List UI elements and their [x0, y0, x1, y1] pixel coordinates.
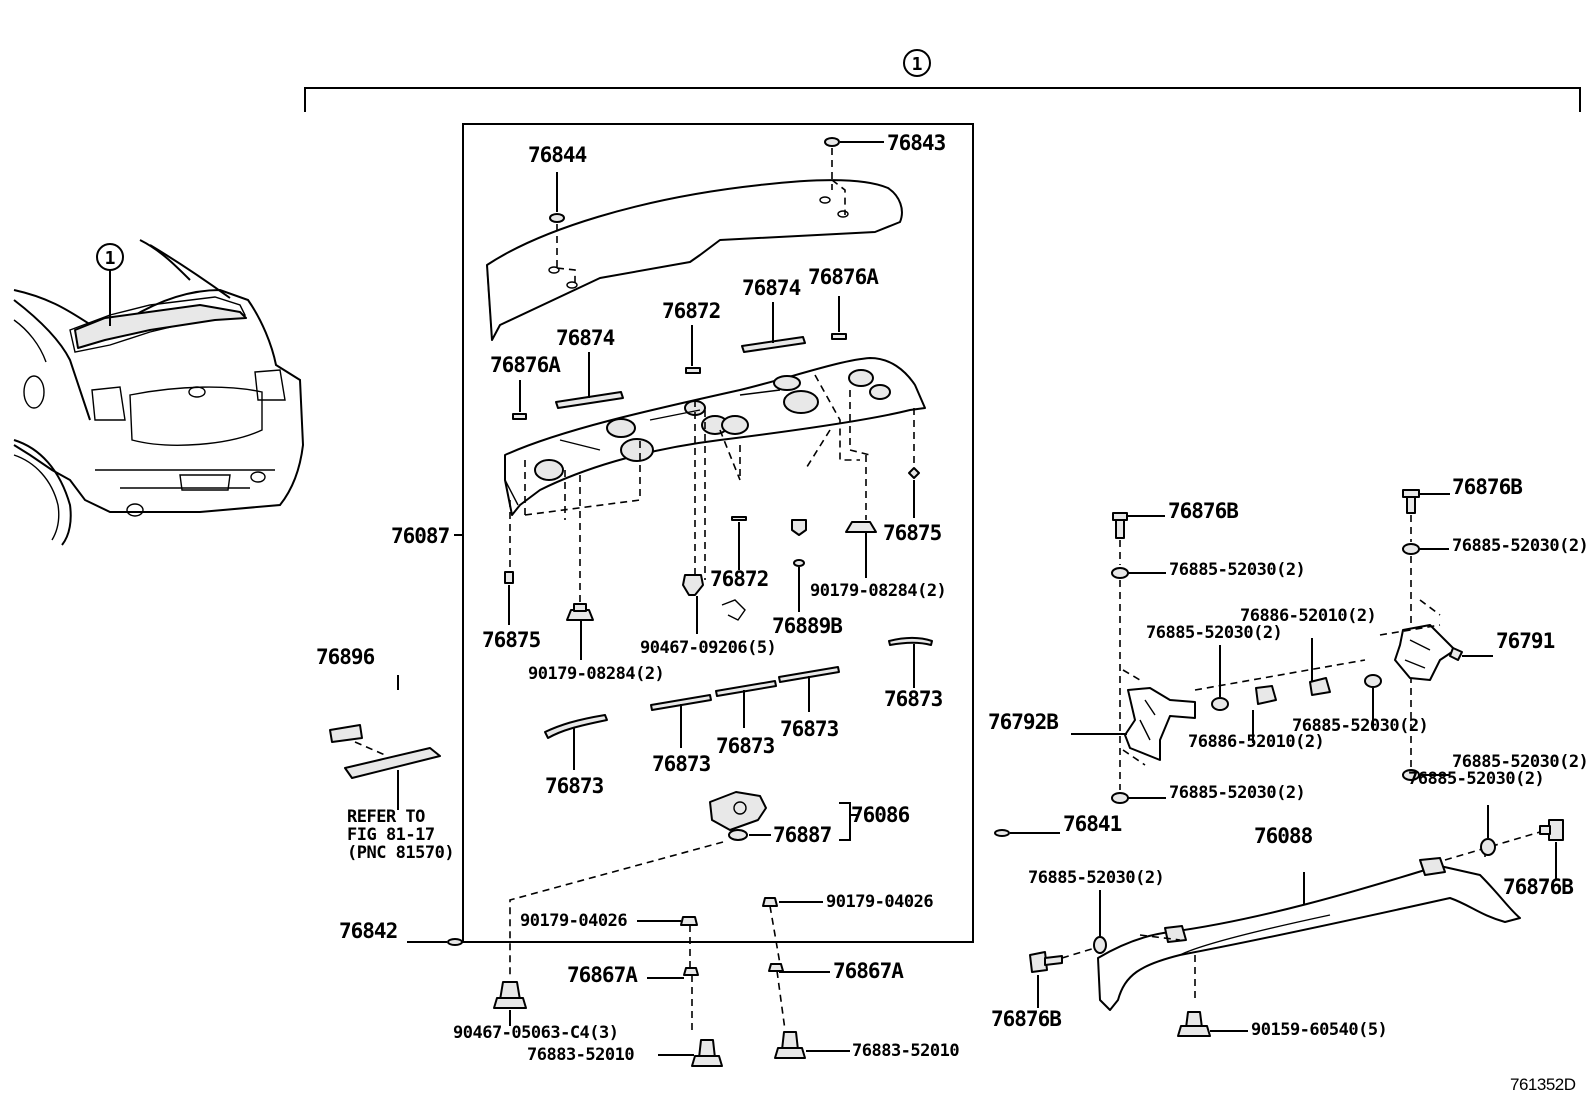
label-76873-5: 76873: [545, 774, 604, 798]
strip-76874-left: [555, 391, 624, 409]
label-76876b-3: 76876B: [1503, 875, 1573, 899]
label-76842: 76842: [339, 919, 397, 943]
label-76885-a: 76885-52030(2): [1169, 560, 1305, 580]
label-76886-a: 76886-52010(2): [1240, 606, 1376, 626]
label-76791: 76791: [1496, 629, 1555, 653]
label-76875-left: 76875: [482, 628, 541, 652]
label-90179-04026-left: 90179-04026: [520, 911, 627, 931]
part-labels: 76844 76843 76874 76876A 76872 76874 768…: [316, 131, 1589, 1094]
label-76088: 76088: [1254, 824, 1313, 848]
strip-76874-right: [741, 336, 806, 353]
label-76896: 76896: [316, 645, 375, 669]
label-76086: 76086: [851, 803, 910, 827]
label-76885-g: 76885-52030(2): [1169, 783, 1305, 803]
label-76872-bottom: 76872: [710, 567, 768, 591]
label-76885-h: 76885-52030(2): [1028, 868, 1164, 888]
label-76873-3: 76873: [716, 734, 775, 758]
label-76885-f: 76885-52030(2): [1408, 769, 1544, 789]
label-90179-08284-left: 90179-08284(2): [528, 664, 664, 684]
label-76883-left: 76883-52010: [527, 1045, 634, 1065]
label-90467-05063: 90467-05063-C4(3): [453, 1023, 619, 1043]
lower-spoiler-base: [504, 357, 926, 516]
strip-76872-top: [685, 367, 701, 374]
label-76874-left: 76874: [556, 326, 615, 350]
label-90179-04026-right: 90179-04026: [826, 892, 933, 912]
drawing-number: 761352D: [1510, 1075, 1576, 1094]
label-76875-right: 76875: [883, 521, 942, 545]
label-76876b-2: 76876B: [1452, 475, 1522, 499]
strip-76876a-left: [512, 413, 527, 420]
assembly-ref-number: 1: [912, 54, 923, 75]
label-76841: 76841: [1063, 812, 1122, 836]
label-76873-4: 76873: [652, 752, 711, 776]
washer-76887: [728, 829, 748, 841]
label-76867a-right: 76867A: [833, 959, 904, 983]
label-76885-b: 76885-52030(2): [1452, 536, 1588, 556]
right-side-assembly: [1029, 489, 1564, 1037]
reference-note-line1: REFER TO: [347, 807, 425, 827]
high-mount-lamp-76896: [329, 724, 441, 779]
label-76887: 76887: [773, 823, 832, 847]
clip-76889b: [791, 519, 807, 536]
clip-76875-right: [908, 467, 920, 479]
reference-note-line3: (PNC 81570): [347, 843, 454, 863]
label-76873-1: 76873: [884, 687, 943, 711]
cap-76844: [549, 213, 565, 223]
bracket-76086: [709, 791, 767, 841]
label-76872-top: 76872: [662, 299, 720, 323]
label-76889b: 76889B: [772, 614, 842, 638]
nut-90179-08284-right: [845, 521, 877, 533]
upper-spoiler-panel: [486, 179, 903, 341]
clip-90467-09206: [682, 574, 704, 596]
label-76883-right: 76883-52010: [852, 1041, 959, 1061]
clip-76875-left: [504, 571, 514, 584]
label-90467-09206: 90467-09206(5): [640, 638, 776, 658]
label-76843: 76843: [887, 131, 946, 155]
label-76087: 76087: [391, 524, 450, 548]
label-76792b: 76792B: [988, 710, 1058, 734]
label-76885-e: 76885-52030(2): [1452, 752, 1588, 772]
label-76844: 76844: [528, 143, 587, 167]
vehicle-callout-number: 1: [105, 248, 116, 269]
label-76876a-left: 76876A: [490, 353, 561, 377]
label-90179-08284-right: 90179-08284(2): [810, 581, 946, 601]
label-76876b-1: 76876B: [1168, 499, 1238, 523]
strip-76872-bottom: [731, 516, 747, 521]
label-76886-b: 76886-52010(2): [1188, 732, 1324, 752]
label-76867a-left: 76867A: [567, 963, 638, 987]
label-76885-c: 76885-52030(2): [1146, 623, 1282, 643]
reference-note-line2: FIG 81-17: [347, 825, 435, 845]
vehicle-rear-illustration: 1: [13, 239, 305, 546]
label-76873-2: 76873: [780, 717, 839, 741]
label-76874-right: 76874: [742, 276, 801, 300]
label-76876a-right: 76876A: [808, 265, 879, 289]
sub-assembly-frame: [462, 123, 974, 943]
cap-76843: [824, 137, 840, 147]
fasteners-frame: [504, 467, 920, 621]
assembly-bracket: 1: [304, 49, 1581, 112]
leader-lines: [397, 141, 1557, 1056]
label-76885-d: 76885-52030(2): [1292, 716, 1428, 736]
label-90159: 90159-60540(5): [1251, 1020, 1387, 1040]
strip-76876a-right: [831, 333, 847, 340]
label-76876b-4: 76876B: [991, 1007, 1061, 1031]
weatherstrips-76873: [544, 637, 933, 739]
